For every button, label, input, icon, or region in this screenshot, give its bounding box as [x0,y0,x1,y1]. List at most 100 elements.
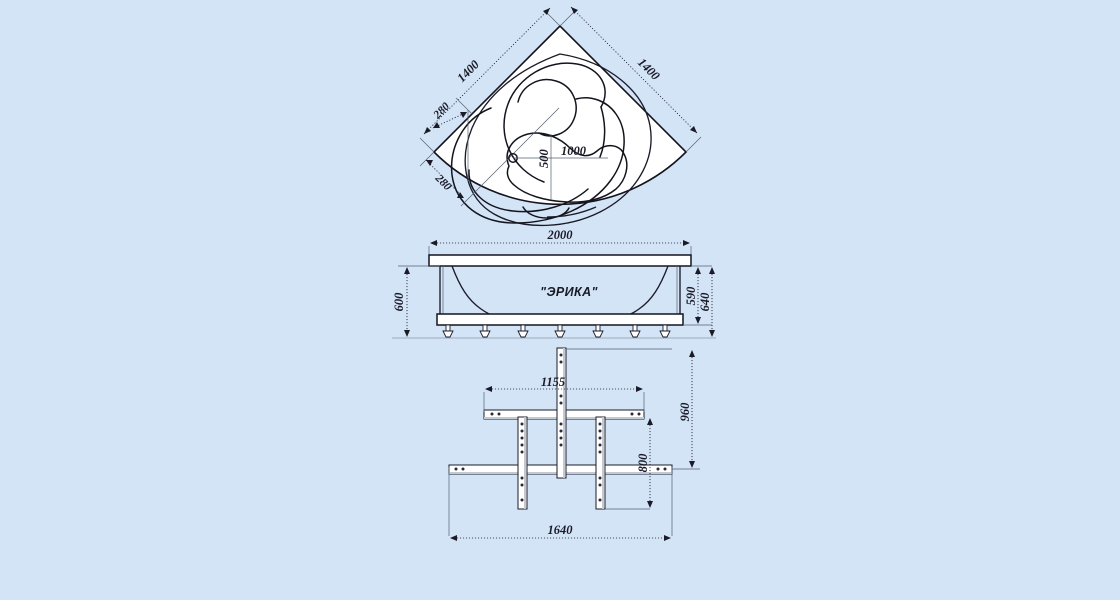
frame-dim-1155: 1155 [541,375,565,389]
rail-hole [598,429,602,433]
frame-rail-right-vertical [595,416,606,510]
top-view-lower-sweep [468,169,589,213]
leg [442,324,454,338]
frame-dim-800: 800 [636,453,650,473]
side-dim-640: 640 [698,292,712,312]
top-view-ext-corner-right [685,136,702,153]
top-view-dim-280-lower: 280 [432,172,454,194]
top-view-ext-apex-right [559,10,576,27]
rail-hole [637,412,641,416]
rail-hole [559,353,563,357]
top-view-ext-corner-left [419,137,435,153]
rail-hole [490,412,494,416]
side-dim-600-group: 600 [392,265,440,337]
arrow-head-icon [571,7,578,14]
rail-hole [656,467,660,471]
top-view-bottom-lip [522,206,570,219]
leg [479,324,491,338]
rail-hole [598,476,602,480]
side-dim-2000: 2000 [547,228,574,242]
frame-rail-center-vertical [556,347,567,479]
top-view-dim-500: 500 [537,149,551,169]
top-view-swirl-tail [599,106,606,158]
frame-plan: 1155 1640 960 800 [448,347,700,541]
arrow-head-icon [647,418,653,425]
arrow-head-icon [689,350,695,357]
arrow-head-icon [460,112,467,118]
top-view-ext-apex-left [545,11,561,27]
frame-dim-1640: 1640 [548,523,574,537]
side-legs-group [442,324,671,338]
frame-dim-800-group: 800 [636,418,653,508]
top-view-ext-280-upper-a [455,97,473,115]
leg [629,324,641,338]
top-view-dim-280-upper: 280 [431,100,453,122]
arrow-head-icon [404,330,410,337]
arrow-head-icon [430,240,437,246]
leg [517,324,529,338]
top-view: 1000 500 1400 1400 280 [419,6,702,227]
rail-hole [461,467,465,471]
arrow-head-icon [636,386,643,392]
side-base-rail [436,313,684,326]
leg [554,324,566,338]
rail-hole [630,412,634,416]
frame-dim-960-group: 960 [678,350,695,468]
arrow-head-icon [690,126,697,133]
arrow-head-icon [664,535,671,541]
rail-hole [559,360,563,364]
rail-hole [520,483,524,487]
side-elevation: 2000 [392,228,716,339]
arrow-head-icon [689,461,695,468]
arrow-head-icon [709,330,715,337]
rail-hole [454,467,458,471]
top-view-bottom-lip-outer [546,206,597,218]
top-view-ext-280-lower-a [419,151,435,167]
rail-hole [559,443,563,447]
top-view-dim-1400-left: 1400 [454,57,482,85]
side-dim-600: 600 [392,292,406,312]
leg [592,324,604,338]
rail-hole [520,498,524,502]
arrow-head-icon [543,8,550,15]
model-name-label: "ЭРИКА" [540,285,598,299]
side-dim-2000-group: 2000 [428,228,692,256]
top-view-dim-1400-right: 1400 [635,55,663,83]
rail-hole [520,429,524,433]
rail-hole [497,412,501,416]
rail-hole [598,436,602,440]
arrow-head-icon [424,127,431,134]
rail-hole [559,429,563,433]
rail-hole [559,436,563,440]
rail-hole [598,498,602,502]
frame-dim-1155-group: 1155 [485,375,643,392]
leg [659,324,671,338]
rail-hole [598,450,602,454]
rail-hole [559,401,563,405]
arrow-head-icon [647,501,653,508]
top-view-outer-outline [432,24,688,206]
rail-hole [520,422,524,426]
frame-rail-left-vertical [517,416,528,510]
arrow-head-icon [485,386,492,392]
frame-dim-960: 960 [678,402,692,422]
rail-hole [520,476,524,480]
arrow-head-icon [457,192,464,198]
arrow-head-icon [426,160,433,166]
frame-dim-1640-group: 1640 [450,523,671,541]
top-view-diagonal-hairline [460,107,560,207]
rail-hole [559,394,563,398]
top-view-dim-1000: 1000 [561,144,587,158]
rail-hole [598,483,602,487]
top-view-seat-outline [506,132,628,203]
arrow-head-icon [695,317,701,324]
rail-hole [520,450,524,454]
arrow-head-icon [433,122,440,128]
rail-hole [520,436,524,440]
rail-hole [598,443,602,447]
arrow-head-icon [450,535,457,541]
rail-hole [559,422,563,426]
side-dim-590-group: 590 [683,265,712,326]
